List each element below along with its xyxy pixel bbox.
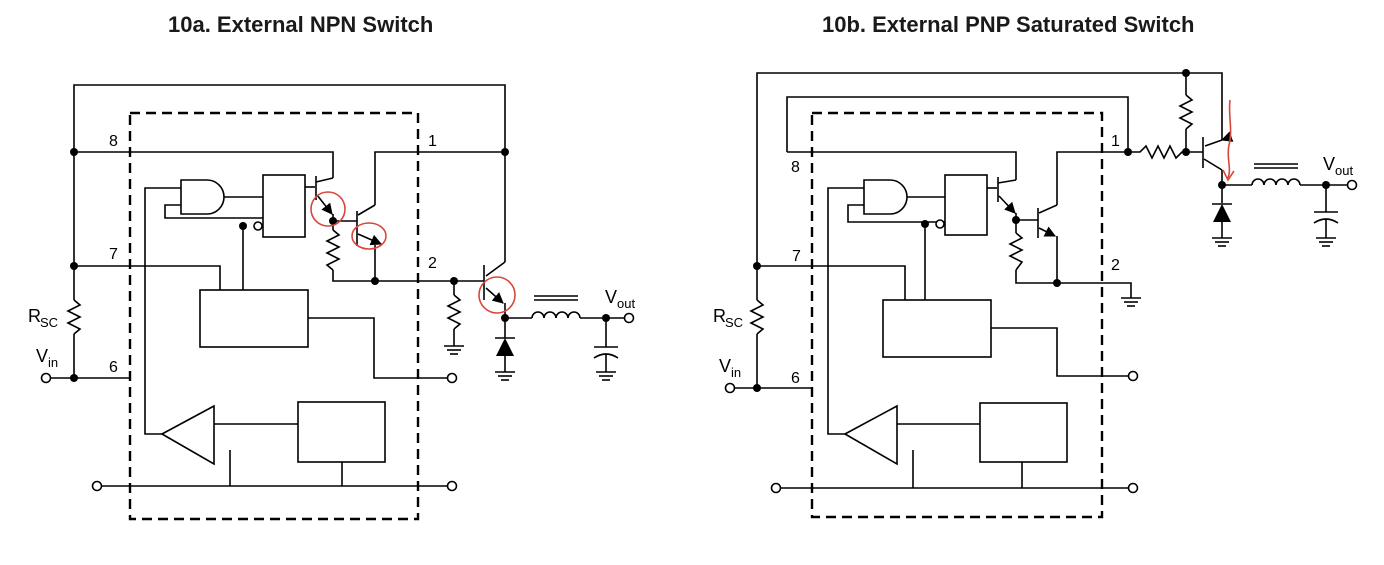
flip-flop-a — [262, 174, 306, 238]
figure-a-title: 10a. External NPN Switch — [168, 12, 434, 37]
vout-label-a: V — [605, 287, 617, 307]
rsc-sub-a: SC — [40, 315, 58, 330]
ic-boundary-b — [810, 111, 1104, 519]
op-amp-b — [843, 404, 898, 466]
vin-sub-b: in — [731, 365, 741, 380]
pin-7-label-b: 7 — [792, 248, 801, 265]
pin-2-label-a: 2 — [428, 255, 437, 272]
figure-b-schematic: 8 7 6 1 2 R SC V in V out — [713, 69, 1358, 519]
figure-a-schematic: 8 7 6 1 2 R SC V in V out — [28, 84, 635, 521]
highlight-circle-a1 — [310, 191, 346, 227]
comparator-block-b — [882, 299, 992, 358]
rsc-sub-b: SC — [725, 315, 743, 330]
pin-6-label-b: 6 — [791, 370, 800, 387]
pin-6-label-a: 6 — [109, 359, 118, 376]
output2-terminal-b — [1127, 482, 1139, 494]
reference-block-a — [297, 401, 386, 463]
pin-2-label-b: 2 — [1111, 257, 1120, 274]
vin-label-a: V — [36, 346, 48, 366]
vout-terminal-a — [623, 312, 635, 324]
vin-terminal-b — [724, 382, 736, 394]
op-amp-a — [160, 404, 215, 466]
pin-1-label-a: 1 — [428, 133, 437, 150]
vout-sub-b: out — [1335, 163, 1353, 178]
vout-terminal-b — [1346, 179, 1358, 191]
vin-sub-a: in — [48, 355, 58, 370]
vout-label-b: V — [1323, 154, 1335, 174]
input-terminal-b — [770, 482, 782, 494]
output2-terminal-a — [446, 480, 458, 492]
flip-flop-b — [944, 174, 988, 236]
output-terminal-a — [446, 372, 458, 384]
pin-8-label-b: 8 — [791, 159, 800, 176]
comparator-block-a — [199, 289, 309, 348]
input-terminal-a — [91, 480, 103, 492]
and-gate-a — [180, 179, 225, 215]
rsc-label-b: R — [713, 306, 726, 326]
highlight-circle-a3 — [478, 276, 516, 314]
figure-b-title: 10b. External PNP Saturated Switch — [822, 12, 1195, 37]
highlight-circle-a2 — [351, 222, 387, 250]
pin-1-label-b: 1 — [1111, 133, 1120, 150]
output-terminal-b — [1127, 370, 1139, 382]
and-gate-b — [863, 179, 908, 215]
reference-block-b — [979, 402, 1068, 463]
vin-label-b: V — [719, 356, 731, 376]
pin-7-label-a: 7 — [109, 246, 118, 263]
rsc-label-a: R — [28, 306, 41, 326]
pin-8-label-a: 8 — [109, 133, 118, 150]
vout-sub-a: out — [617, 296, 635, 311]
highlight-arrow-b — [1227, 99, 1232, 179]
vin-terminal-a — [40, 372, 52, 384]
ic-boundary-a — [128, 111, 420, 521]
